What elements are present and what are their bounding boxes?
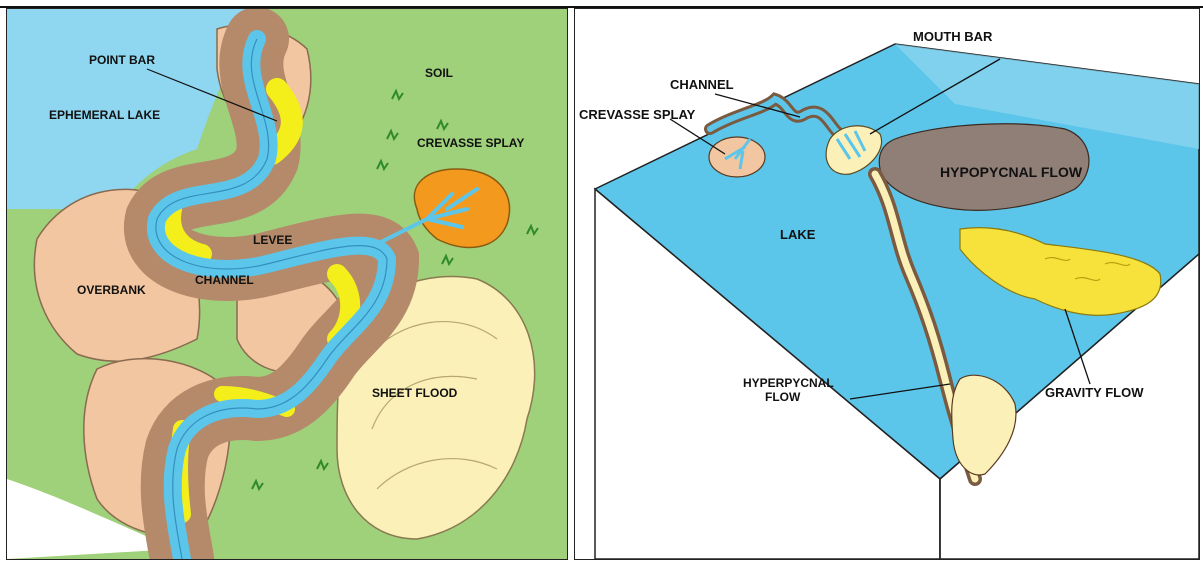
lake-block-panel: MOUTH BAR CHANNEL CREVASSE SPLAY HYPOPYC… — [574, 8, 1200, 560]
label-gravity-flow: GRAVITY FLOW — [1045, 385, 1144, 400]
label-crevasse-splay: CREVASSE SPLAY — [417, 136, 524, 150]
label-levee: LEVEE — [253, 233, 292, 247]
label-crevasse-splay: CREVASSE SPLAY — [579, 107, 696, 122]
label-lake: LAKE — [780, 227, 816, 242]
label-ephemeral-lake: EPHEMERAL LAKE — [49, 108, 160, 122]
fluvial-map-panel: POINT BAR SOIL EPHEMERAL LAKE CREVASSE S… — [6, 8, 568, 560]
fluvial-map-svg: POINT BAR SOIL EPHEMERAL LAKE CREVASSE S… — [7, 9, 567, 559]
label-overbank: OVERBANK — [77, 283, 146, 297]
label-point-bar: POINT BAR — [89, 53, 155, 67]
label-hyperpycnal-flow-line1: HYPERPYCNAL — [743, 376, 834, 390]
label-channel: CHANNEL — [670, 77, 734, 92]
label-mouth-bar: MOUTH BAR — [913, 29, 993, 44]
label-hyperpycnal-flow-line2: FLOW — [765, 390, 801, 404]
lake-block-svg: MOUTH BAR CHANNEL CREVASSE SPLAY HYPOPYC… — [575, 9, 1199, 559]
label-hypopycnal-flow: HYPOPYCNAL FLOW — [940, 164, 1083, 180]
label-sheet-flood: SHEET FLOOD — [372, 386, 458, 400]
label-channel: CHANNEL — [195, 273, 254, 287]
label-soil: SOIL — [425, 66, 453, 80]
